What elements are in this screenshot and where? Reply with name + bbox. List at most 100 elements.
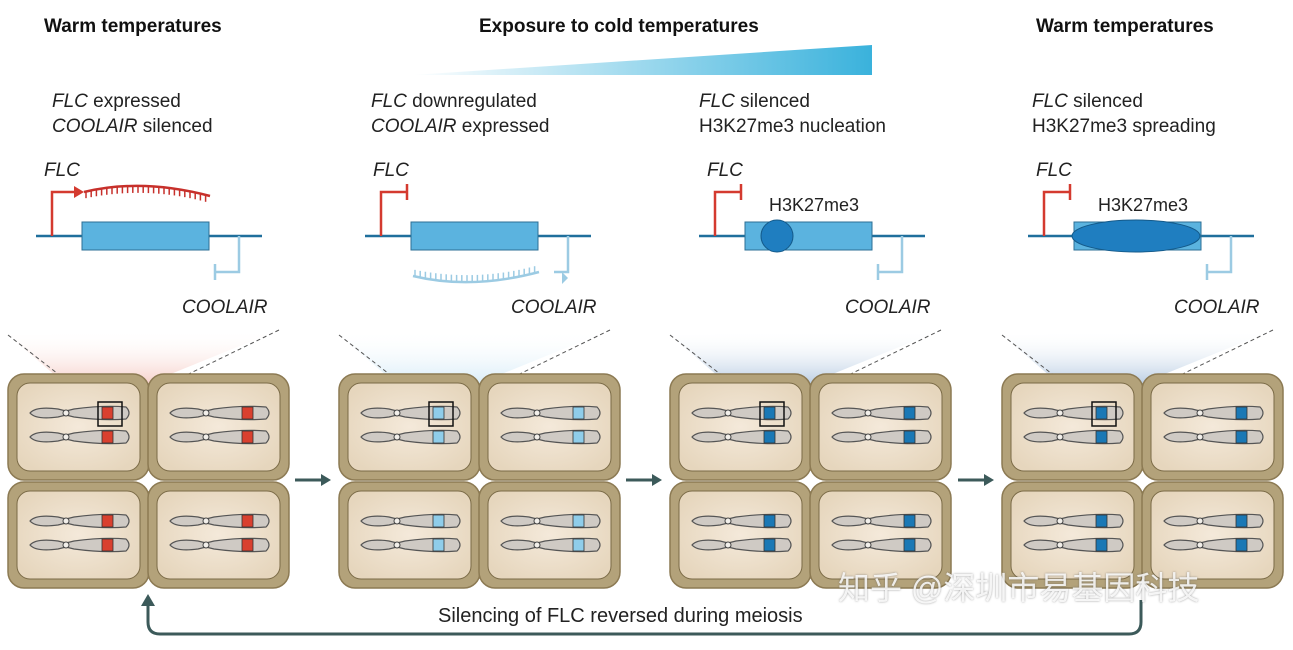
stage2-coolair-promoter-arrow (554, 236, 570, 274)
stage3-h3k27me3-label: H3K27me3 (769, 195, 859, 215)
stage2-line2-gene: COOLAIR (371, 116, 457, 137)
stage4-centromere (1196, 517, 1204, 525)
stage2-centromere (533, 409, 541, 417)
stage4-h3k27me3-label: H3K27me3 (1098, 195, 1188, 215)
stage4-flc-promoter-blocked (1042, 184, 1072, 236)
stage1-chromosome (29, 405, 130, 421)
stage1-centromere (202, 541, 210, 549)
stage3-flc-locus-band (903, 406, 916, 420)
stage1-chromosome (29, 537, 130, 553)
stage4-flc-locus-band (1235, 538, 1248, 552)
stage1-line1-gene: FLC (52, 91, 88, 112)
stage3-cell-interior (818, 490, 943, 580)
stage3-centromere (864, 541, 872, 549)
stage4-line1-gene: FLC (1032, 91, 1068, 112)
stage2-chromosome (360, 537, 461, 553)
stage4-chromosome (1163, 513, 1264, 529)
stage1-cell-interior (16, 382, 141, 472)
stage2-line1-gene: FLC (371, 91, 407, 112)
stage3-flc-locus-band (763, 406, 776, 420)
stage4-zoom-cone (1002, 330, 1273, 420)
stage1-centromere (62, 541, 70, 549)
stage3-chromosome (691, 405, 792, 421)
stage3-centromere (864, 433, 872, 441)
stage2-zoom-box (428, 401, 454, 427)
stage2-chromosome (360, 429, 461, 445)
stage2-flc-locus-band (432, 514, 445, 528)
stage3-centromere (724, 409, 732, 417)
stage3-chromosome (831, 513, 932, 529)
stage1-line2-text: silenced (137, 116, 213, 137)
stage1-chromosome (169, 513, 270, 529)
stage1-flc-locus-band (241, 406, 254, 420)
stage1-centromere (62, 433, 70, 441)
stage3-flc-locus-band (903, 430, 916, 444)
stage3-zoom-line-left (669, 334, 761, 406)
stage4-cell-interior (1150, 382, 1275, 472)
transition-arrowhead-1 (321, 474, 331, 486)
stage4-cell-interior (1010, 382, 1135, 472)
stage4-cell-interior (1010, 490, 1135, 580)
stage2-flc-promoter-blocked (379, 184, 409, 236)
stage3-line1-text: silenced (734, 91, 810, 112)
stage1-flc-locus-band (241, 430, 254, 444)
stage1-centromere (202, 433, 210, 441)
stage3-flc-locus-band (763, 514, 776, 528)
stage4-flc-locus-band (1095, 406, 1108, 420)
stage4-flc-label: FLC (1036, 160, 1072, 181)
stage3-cell-interior (818, 382, 943, 472)
stage3-flc-locus-band (763, 538, 776, 552)
stage1-flc-locus-band (241, 514, 254, 528)
stage2-line2-text: expressed (456, 116, 550, 137)
stage1-centromere (62, 409, 70, 417)
stage1-flc-locus-band (101, 406, 114, 420)
stage1-centromere (62, 517, 70, 525)
stage4-description: FLC silenced H3K27me3 spreading (1032, 89, 1216, 139)
stage4-chromosome (1023, 405, 1124, 421)
stage2-flc-locus-band (572, 430, 585, 444)
stage2-zoom-line-left (338, 334, 430, 406)
stage3-centromere (724, 517, 732, 525)
stage1-chromosome (29, 429, 130, 445)
stage2-centromere (533, 433, 541, 441)
stage3-cell-interior (678, 490, 803, 580)
stage2-line1-text: downregulated (406, 91, 537, 112)
stage1-flc-locus-band (101, 430, 114, 444)
stage2-coolair-transcript (412, 270, 540, 284)
stage2-centromere (393, 409, 401, 417)
transition-arrowhead-2 (652, 474, 662, 486)
stage1-flc-locus-band (101, 514, 114, 528)
stage3-h3k27me3-nucleation (760, 219, 794, 253)
stage1-line1-text: expressed (87, 91, 181, 112)
stage3-chromosome (691, 513, 792, 529)
stage2-flc-locus-band (432, 430, 445, 444)
stage4-chromosome (1163, 405, 1264, 421)
cold-gradient-wedge (412, 45, 872, 75)
stage3-chromosome (831, 405, 932, 421)
stage2-flc-locus-band (432, 406, 445, 420)
stage1-coolair-label: COOLAIR (182, 297, 268, 318)
stage2-flc-label: FLC (373, 160, 409, 181)
stage3-flc-locus-band (903, 538, 916, 552)
stage2-cell-interior (347, 382, 472, 472)
stage4-flc-locus-band (1235, 514, 1248, 528)
stage2-description: FLC downregulated COOLAIR expressed (371, 89, 549, 139)
stage4-flc-locus-band (1235, 430, 1248, 444)
stage1-flc-arrowhead (74, 186, 84, 198)
stage3-cell-interior (678, 382, 803, 472)
stage4-flc-locus-band (1095, 430, 1108, 444)
stage1-coolair-promoter-blocked (213, 236, 241, 280)
stage3-coolair-promoter-blocked (876, 236, 904, 280)
stage3-centromere (864, 409, 872, 417)
stage3-flc-locus-band (763, 430, 776, 444)
stage2-flc-locus-band (572, 538, 585, 552)
stage4-centromere (1196, 409, 1204, 417)
stage4-centromere (1056, 541, 1064, 549)
stage4-flc-locus-band (1235, 406, 1248, 420)
stage4-coolair-label: COOLAIR (1174, 297, 1260, 318)
stage1-flc-locus-band (101, 538, 114, 552)
stage2-chromosome (360, 405, 461, 421)
stage1-chromosome (169, 429, 270, 445)
stage4-chromosome (1163, 537, 1264, 553)
stage1-cell-interior (156, 382, 281, 472)
